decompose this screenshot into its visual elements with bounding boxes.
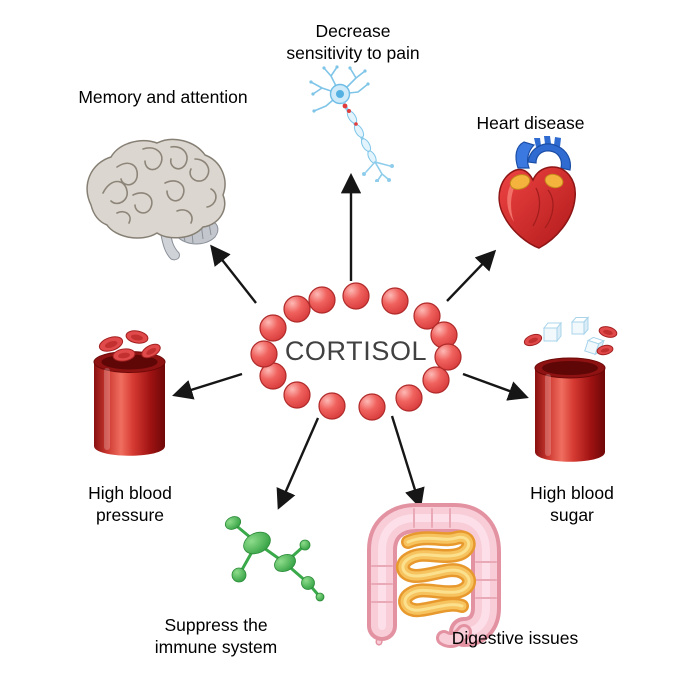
- label-heart: Heart disease: [448, 112, 613, 134]
- label-line: immune system: [154, 637, 278, 658]
- label-line: Memory and attention: [78, 87, 248, 107]
- arrow-to-immune: [276, 417, 320, 510]
- cortisol-cell: [395, 384, 423, 412]
- label-line: Decrease: [315, 21, 391, 41]
- label-line: pressure: [95, 505, 165, 526]
- brain-icon: [86, 138, 226, 261]
- cortisol-title: CORTISOL: [284, 336, 428, 366]
- label-line: Heart disease: [476, 113, 585, 133]
- label-line: Digestive issues: [451, 628, 579, 648]
- red-blood-cells: [523, 326, 618, 356]
- arrows: [172, 172, 529, 510]
- sugar-cubes: [542, 316, 606, 356]
- cortisol-cell: [283, 295, 311, 323]
- label-pressure: High blood pressure: [56, 482, 204, 526]
- arrow-to-brain: [210, 244, 257, 304]
- label-memory: Memory and attention: [58, 86, 268, 108]
- cortisol-cell: [413, 302, 441, 330]
- cortisol-cell: [422, 366, 450, 394]
- label-line: sugar: [550, 505, 594, 526]
- neuron-icon: [309, 65, 394, 182]
- cortisol-cell: [381, 287, 409, 315]
- arrow-to-heart: [446, 249, 497, 302]
- arrow-to-sugar: [462, 372, 529, 401]
- arrow-to-digestive: [390, 415, 425, 509]
- cortisol-cell: [434, 343, 462, 371]
- label-line: sensitivity to pain: [286, 43, 420, 64]
- blood-pressure-icon: [93, 330, 166, 456]
- cortisol-cell: [283, 381, 311, 409]
- label-line: High blood: [530, 483, 614, 503]
- immune-icon: [224, 516, 325, 602]
- cortisol-cell: [358, 393, 386, 421]
- blood-sugar-icon: [523, 316, 618, 462]
- red-blood-cells: [98, 330, 161, 362]
- cortisol-cell: [250, 340, 278, 368]
- label-line: Suppress the: [164, 615, 268, 635]
- heart-icon: [498, 136, 576, 249]
- label-immune: Suppress the immune system: [128, 614, 304, 658]
- cortisol-cell: [342, 282, 370, 310]
- label-line: High blood: [88, 483, 172, 503]
- intestine-icon: [367, 503, 501, 648]
- cortisol-cell: [318, 392, 346, 420]
- arrow-to-pressure: [172, 372, 243, 400]
- label-sugar: High blood sugar: [498, 482, 646, 526]
- label-digestive: Digestive issues: [435, 627, 595, 649]
- cortisol-cell: [259, 314, 287, 342]
- label-pain: Decrease sensitivity to pain: [267, 20, 439, 64]
- cortisol-cell-ring: [250, 282, 462, 421]
- cortisol-cell: [308, 286, 336, 314]
